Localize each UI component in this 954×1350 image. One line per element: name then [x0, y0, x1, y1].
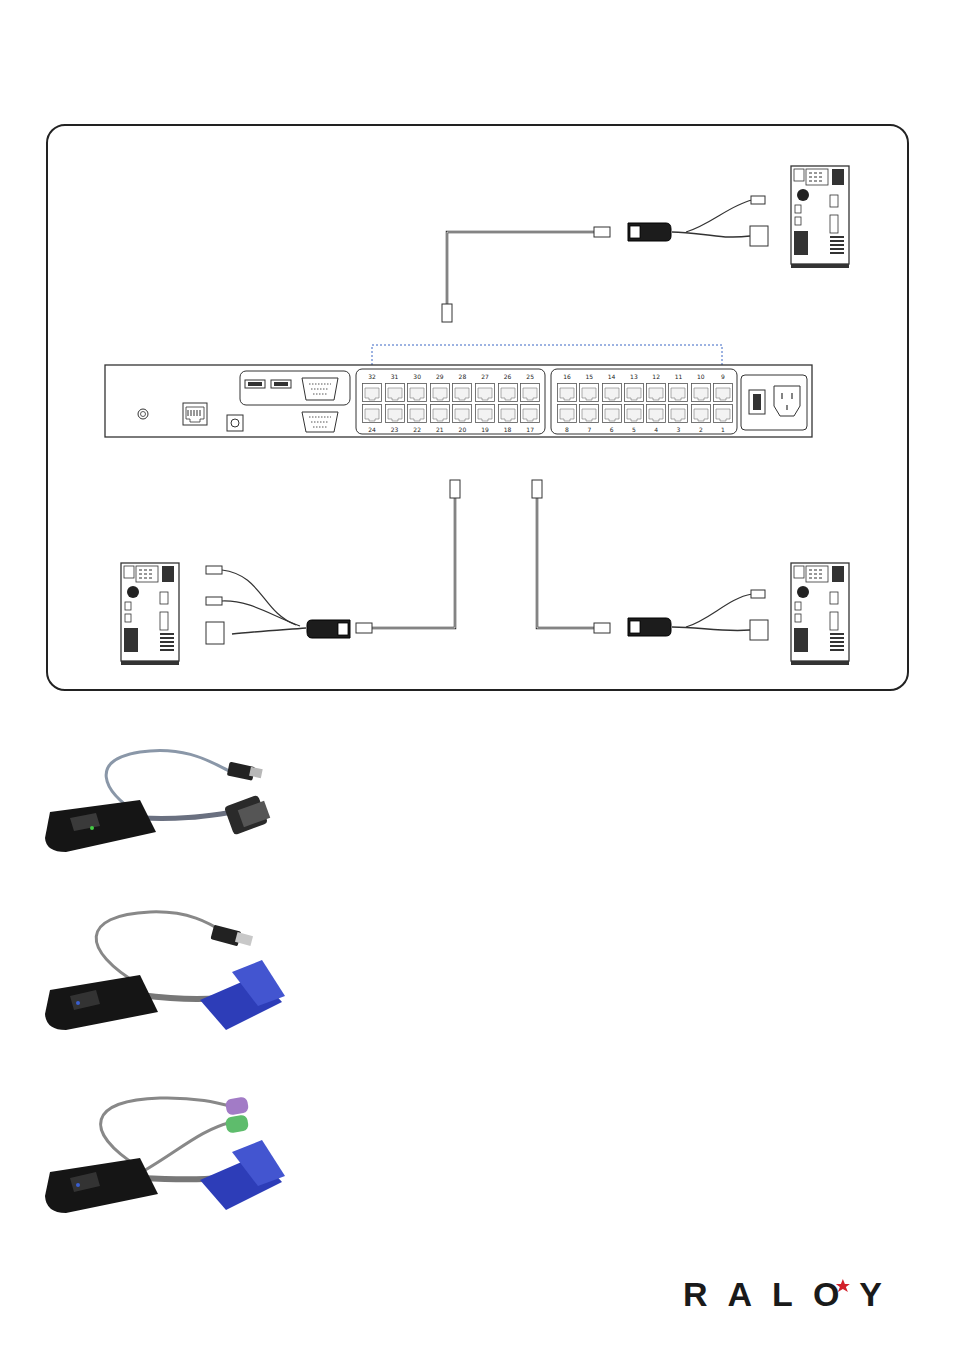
port-number: 24 [368, 426, 376, 433]
port-number: 9 [721, 373, 725, 380]
port-number: 19 [481, 426, 489, 433]
port-number: 14 [608, 373, 616, 380]
port-number: 3 [677, 426, 681, 433]
port-number: 12 [652, 373, 660, 380]
port-number: 27 [481, 373, 489, 380]
port-number: 29 [436, 373, 444, 380]
port-number: 17 [526, 426, 534, 433]
port-number: 16 [563, 373, 571, 380]
port-number: 4 [654, 426, 658, 433]
port-number: 22 [413, 426, 421, 433]
port-number: 8 [565, 426, 569, 433]
port-number: 6 [610, 426, 614, 433]
port-number: 2 [699, 426, 703, 433]
port-number: 1 [721, 426, 725, 433]
port-number: 23 [391, 426, 399, 433]
port-number: 13 [630, 373, 638, 380]
port-number: 10 [697, 373, 705, 380]
port-number: 21 [436, 426, 444, 433]
port-number: 28 [459, 373, 467, 380]
port-number: 32 [368, 373, 376, 380]
port-number: 18 [504, 426, 512, 433]
brand-logo: RALOY [683, 1276, 902, 1312]
port-number: 5 [632, 426, 636, 433]
port-number: 30 [413, 373, 421, 380]
port-number: 11 [675, 373, 683, 380]
port-number: 25 [526, 373, 534, 380]
port-number: 31 [391, 373, 399, 380]
port-number: 26 [504, 373, 512, 380]
port-number: 15 [585, 373, 593, 380]
port-number: 7 [587, 426, 591, 433]
port-number: 20 [459, 426, 467, 433]
